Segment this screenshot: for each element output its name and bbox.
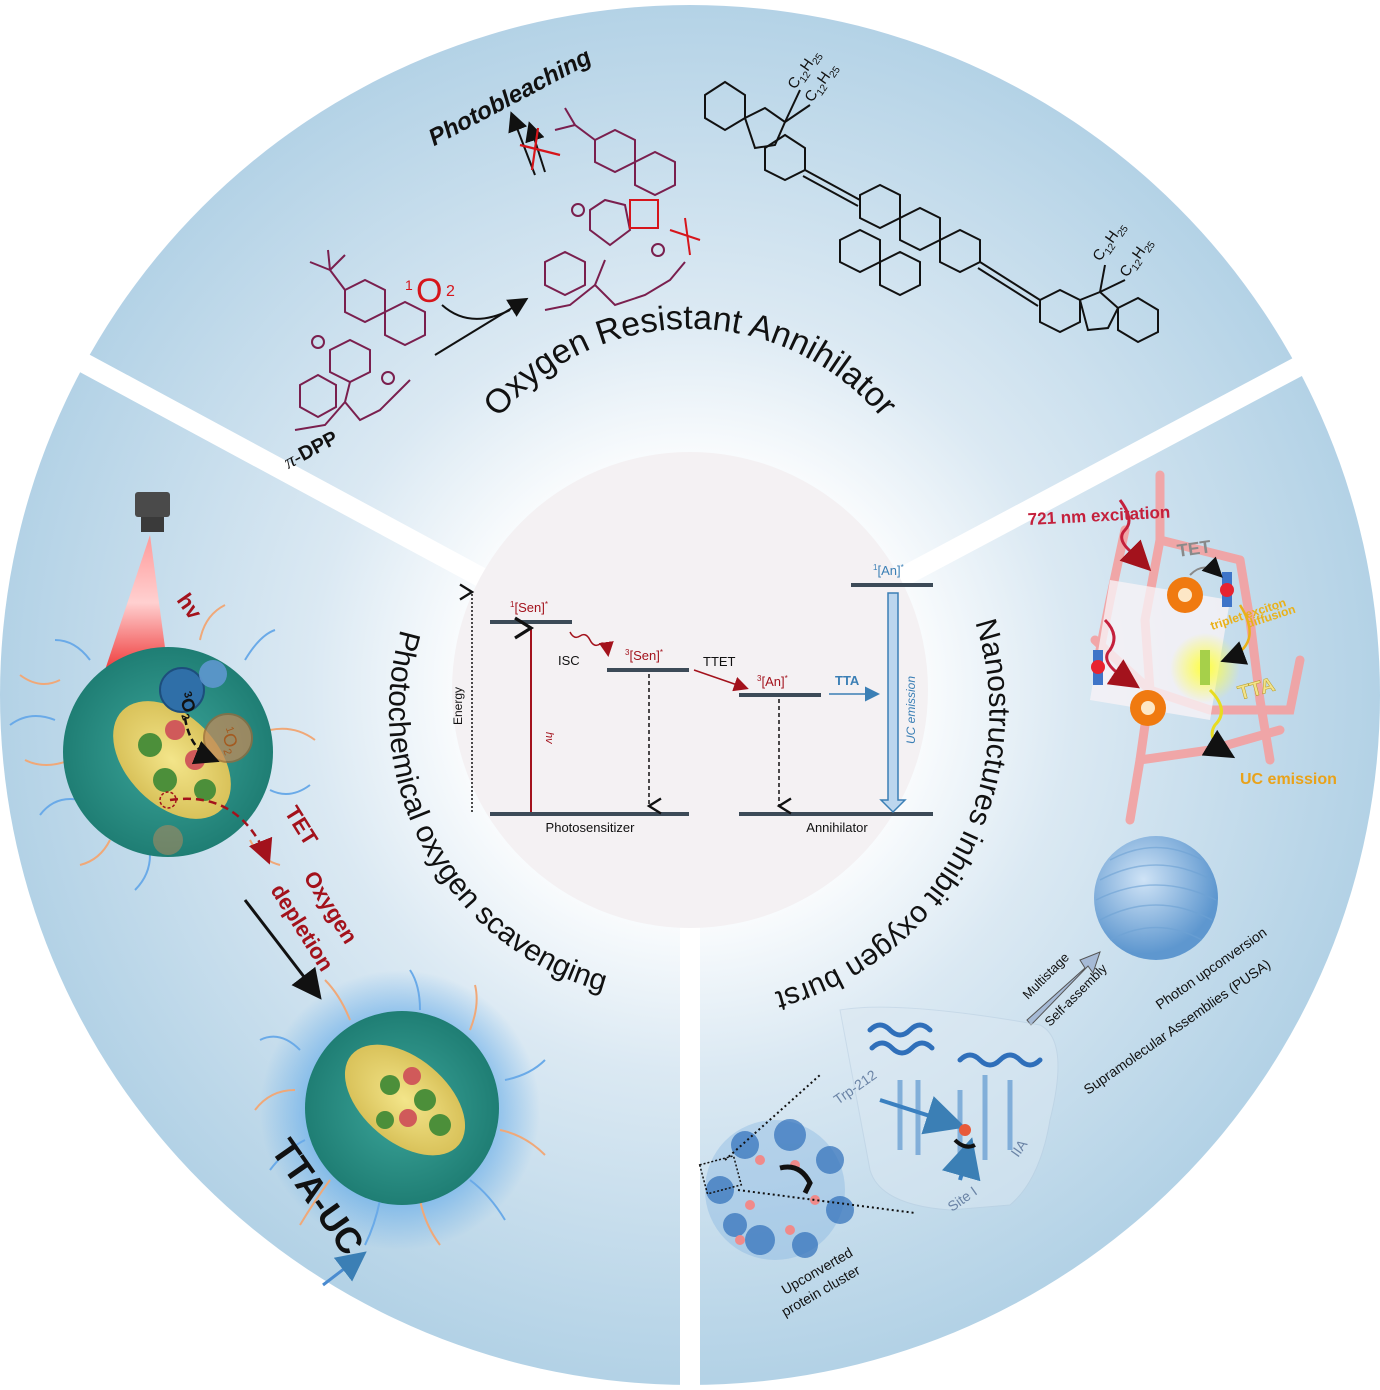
absorption-hv-label: hv — [543, 732, 555, 745]
singlet-oxygen-label-left: 1O2 — [213, 725, 244, 758]
level-sen-triplet — [607, 668, 689, 672]
annihilator-label: Annihilator — [806, 820, 868, 835]
uc-emission-label: UC emission — [904, 676, 918, 744]
isc-label: ISC — [558, 653, 580, 668]
ttet-label: TTET — [703, 654, 736, 669]
protein-cluster-icon — [698, 1074, 916, 1260]
level-an-singlet — [851, 583, 933, 587]
blocked-arrows-icon — [508, 111, 561, 176]
energy-label: Energy — [451, 687, 465, 725]
photosensitizer-label: Photosensitizer — [546, 820, 636, 835]
nanoparticle-after-icon — [254, 969, 546, 1250]
tet-label-right: TET — [1176, 536, 1212, 561]
nanoparticle-before-icon — [9, 604, 316, 891]
singlet-oxygen-sup: 1 — [405, 277, 413, 293]
level-an-triplet — [739, 693, 821, 697]
framework-icon — [1090, 470, 1305, 825]
tta-label: TTA — [835, 673, 860, 688]
tta-uc-arrow-icon — [322, 1251, 367, 1287]
protein-structure-icon — [839, 1006, 1059, 1211]
singlet-oxygen-main: O — [416, 272, 442, 310]
singlet-oxygen-reaction: 1 O 2 — [405, 272, 529, 356]
annihilator-molecule-icon — [704, 80, 1159, 344]
triplet-oxygen-label: 3O2 — [171, 690, 202, 723]
self-assembly-arrow-icon — [1026, 951, 1101, 1026]
process-arrow — [243, 899, 322, 1000]
isc-arrow — [569, 631, 614, 657]
singlet-oxygen-sub: 2 — [446, 283, 455, 300]
uc-emission-arrow — [879, 592, 907, 814]
an-singlet-label: 1[An]* — [873, 563, 904, 578]
level-an-ground — [739, 812, 933, 816]
ttet-arrow — [693, 669, 749, 692]
level-sen-singlet — [490, 620, 572, 624]
jablonski-diagram: Energy hv ISC TTET TTA UC emission 1[Sen… — [451, 563, 933, 835]
pi-dpp-molecule-icon — [294, 249, 426, 431]
laser-icon — [105, 492, 170, 670]
pusa-sphere-icon — [1094, 836, 1218, 960]
sen-singlet-label: 1[Sen]* — [510, 600, 548, 615]
oxidized-dpp-molecule-icon — [544, 107, 701, 311]
uc-emission-label-right: UC emission — [1240, 771, 1337, 788]
an-triplet-label: 3[An]* — [757, 674, 788, 689]
sen-triplet-label: 3[Sen]* — [625, 648, 663, 663]
section-photochemical-oxygen-scavenging: Photochemical oxygen scavenging hv — [9, 492, 611, 1287]
center-circle — [452, 452, 928, 928]
level-sen-ground — [490, 812, 689, 816]
